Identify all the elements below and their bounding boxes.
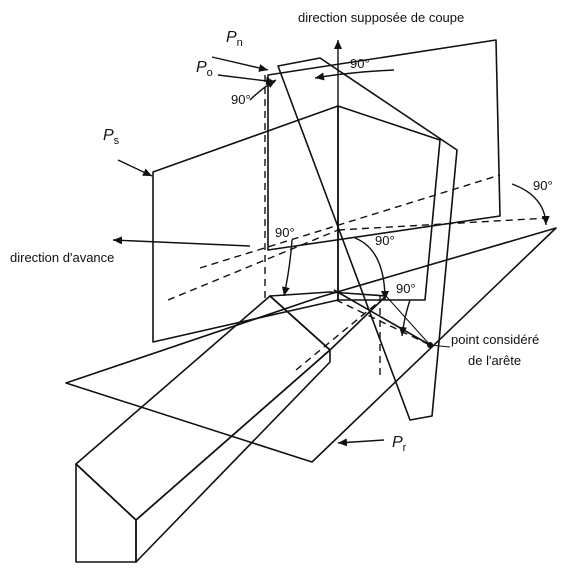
angle-top: 90°: [350, 56, 370, 71]
angle-arcs: [249, 69, 550, 337]
plane-label-pr: Pr: [392, 434, 407, 454]
direction-avance-label: direction d'avance: [10, 250, 114, 265]
point-label-line1: point considéré: [451, 332, 539, 347]
construction-lines: [167, 75, 549, 376]
plane-ps: [152, 105, 339, 343]
angle-right: 90°: [533, 178, 553, 193]
plane-label-ps: Ps: [103, 127, 120, 147]
plane-label-po: Po: [196, 59, 213, 79]
angle-mid-left: 90°: [275, 225, 295, 240]
angle-mid-right: 90°: [375, 233, 395, 248]
plane-label-pn: Pn: [226, 29, 243, 49]
angle-low: 90°: [396, 281, 416, 296]
plane-po: [277, 57, 458, 421]
plane-pn-back: [267, 39, 501, 251]
angle-left: 90°: [231, 92, 251, 107]
point-label-line2: de l'arête: [468, 353, 521, 368]
direction-coupe-label: direction supposée de coupe: [298, 10, 464, 25]
plane-pn: [337, 105, 441, 301]
direction-arrows: [112, 40, 451, 447]
